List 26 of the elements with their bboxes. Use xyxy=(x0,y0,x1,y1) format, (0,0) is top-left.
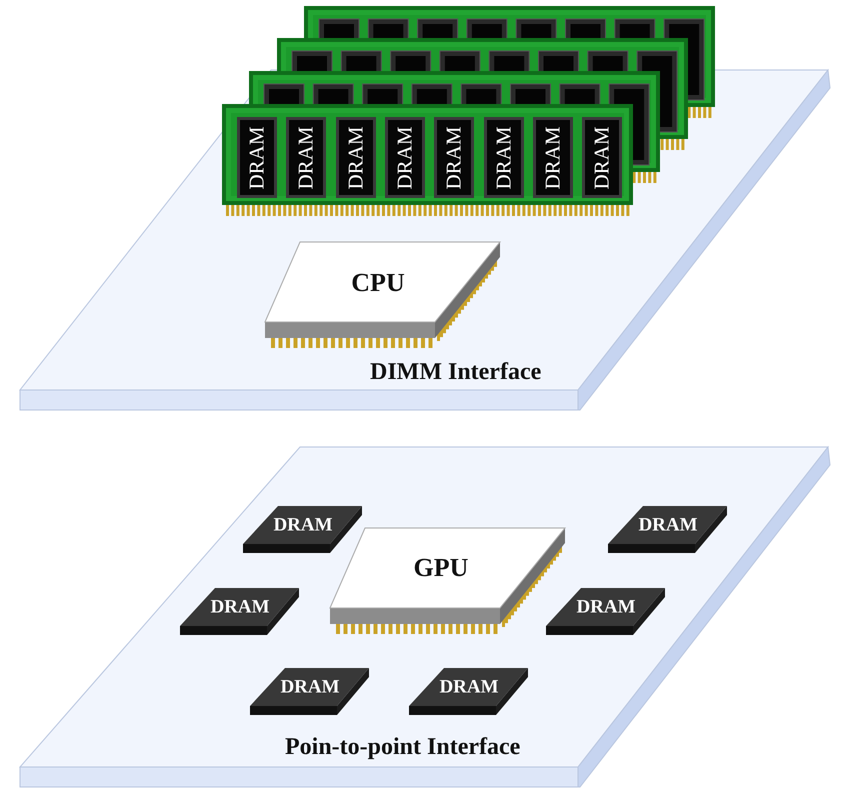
chip-label: DRAM xyxy=(273,516,333,534)
memory-chip xyxy=(582,117,622,198)
chip-label: DRAM xyxy=(576,598,636,616)
chip-label: DRAM xyxy=(592,126,613,189)
chip-label: DRAM xyxy=(394,126,416,189)
memory-chip xyxy=(484,117,524,198)
chip-label: DRAM xyxy=(493,126,514,189)
chip-label: GPU xyxy=(414,555,468,581)
memory-chip xyxy=(434,117,474,198)
chip-label: DRAM xyxy=(439,678,499,696)
interface-label: DIMM Interface xyxy=(370,360,542,384)
memory-chip xyxy=(286,117,326,198)
memory-chip xyxy=(384,117,425,198)
chip-label: DRAM xyxy=(210,598,270,616)
chip-label: DRAM xyxy=(296,126,317,189)
memory-chip xyxy=(336,117,376,198)
chip-label: DRAM xyxy=(345,126,366,189)
memory-chip xyxy=(532,117,573,198)
chip-label: DRAM xyxy=(542,126,564,189)
chip-label: DRAM xyxy=(280,678,340,696)
memory-chip xyxy=(237,117,277,198)
chip-label: DRAM xyxy=(638,516,698,534)
chip-label: DRAM xyxy=(246,126,268,189)
chip-label: CPU xyxy=(351,270,405,296)
chip-label: DRAM xyxy=(444,126,465,189)
interface-label: Poin-to-point Interface xyxy=(285,735,520,759)
